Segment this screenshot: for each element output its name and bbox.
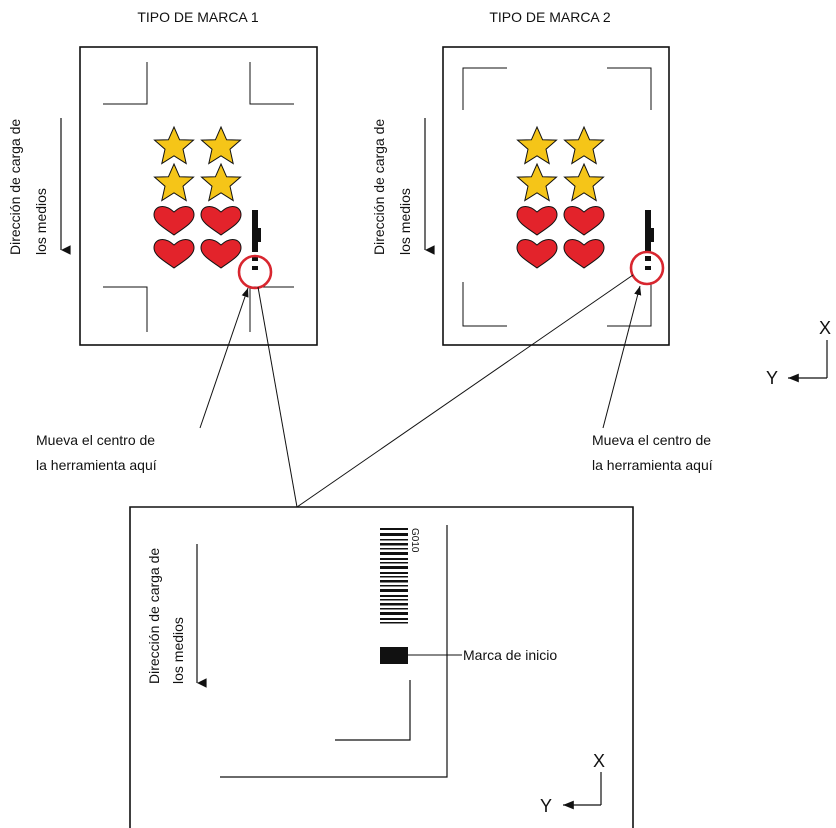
- axis-indicator-bottom: X Y: [540, 751, 605, 816]
- sheet-outline: [79, 46, 318, 346]
- barcode-strip: [252, 210, 261, 270]
- callout-left-line1: Mueva el centro de: [36, 432, 155, 448]
- artwork-hearts: [516, 206, 605, 269]
- sheet-outline: [442, 46, 670, 346]
- direction-label-line2: los medios: [33, 188, 49, 255]
- direction-label-line2: los medios: [170, 617, 186, 684]
- start-mark-label: Marca de inicio: [463, 647, 557, 663]
- corner-mark-bottom-left: [462, 282, 507, 327]
- corner-mark-top-left: [103, 62, 148, 105]
- mark-type-1-panel: TIPO DE MARCA 1 Dirección de carga de lo…: [7, 9, 318, 346]
- callout-right-line1: Mueva el centro de: [592, 432, 711, 448]
- artwork-stars: [517, 126, 604, 201]
- x-axis-label: X: [593, 751, 605, 771]
- direction-label-line1: Dirección de carga de: [371, 119, 387, 255]
- callout-left: Mueva el centro de la herramienta aquí: [36, 287, 249, 473]
- detail-small-corner: [335, 680, 411, 741]
- detail-large-corner: [220, 525, 448, 778]
- corner-mark-top-right: [607, 67, 652, 110]
- y-axis-label: Y: [540, 796, 552, 816]
- y-axis-label: Y: [766, 368, 778, 388]
- callout-right-line2: la herramienta aquí: [592, 457, 713, 473]
- axis-indicator-top: X Y: [766, 318, 831, 388]
- artwork-stars: [154, 126, 241, 201]
- artwork-hearts: [153, 206, 242, 269]
- detail-panel: G010 Marca de inicio Dirección de carga …: [129, 506, 634, 828]
- direction-label-line1: Dirección de carga de: [7, 119, 23, 255]
- corner-mark-bottom-right: [249, 286, 294, 332]
- x-axis-label: X: [819, 318, 831, 338]
- barcode-text: G010: [409, 528, 420, 553]
- corner-mark-bottom-right: [607, 282, 652, 327]
- direction-label-line1: Dirección de carga de: [146, 548, 162, 684]
- mark-type-2-title: TIPO DE MARCA 2: [489, 9, 611, 25]
- start-mark: [380, 647, 408, 664]
- mark-type-1-title: TIPO DE MARCA 1: [137, 9, 259, 25]
- start-mark-highlight-circle: [629, 250, 665, 286]
- direction-label-line2: los medios: [397, 188, 413, 255]
- detail-outline: [129, 506, 634, 828]
- mark-type-2-panel: TIPO DE MARCA 2 Dirección de carga de lo…: [371, 9, 670, 346]
- corner-mark-top-right: [249, 62, 294, 105]
- barcode-strip: [645, 210, 654, 270]
- corner-mark-top-left: [462, 67, 507, 110]
- corner-mark-bottom-left: [103, 286, 148, 332]
- zoom-lines: [257, 274, 634, 508]
- barcode: [380, 528, 408, 624]
- start-mark-highlight-circle: [237, 254, 273, 290]
- callout-left-line2: la herramienta aquí: [36, 457, 157, 473]
- callout-right: Mueva el centro de la herramienta aquí: [592, 285, 713, 473]
